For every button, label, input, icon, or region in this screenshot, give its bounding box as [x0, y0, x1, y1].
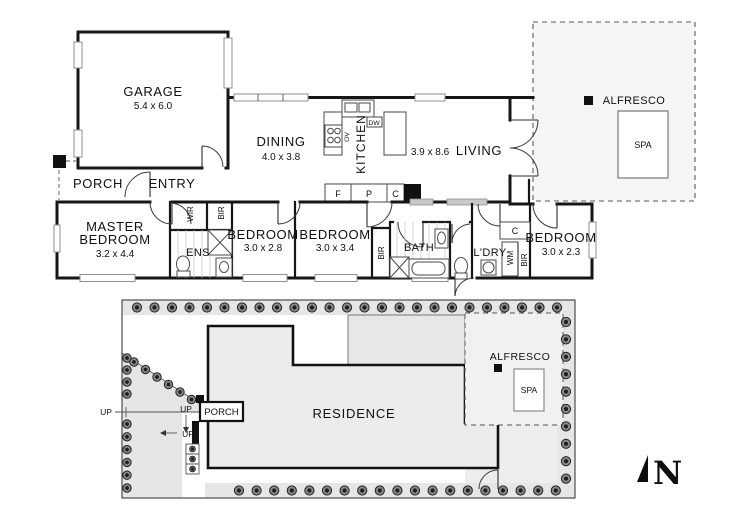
linen-cupboard: [499, 221, 531, 240]
kitchen-bench-right: [383, 111, 407, 156]
site-boundary: [121, 299, 576, 499]
chimney-block: [404, 184, 421, 202]
master-dims: 3.2 x 4.4: [96, 249, 135, 260]
site-alfresco-post: [494, 364, 502, 372]
laundry-fixtures: C: [480, 221, 531, 278]
north-arrow-icon: [637, 455, 648, 482]
laundry-label: L'DRY: [473, 247, 507, 259]
master-label-2: BEDROOM: [79, 232, 150, 247]
vanity: [215, 257, 233, 278]
north-label: N: [653, 454, 682, 492]
porch-post: [53, 155, 66, 168]
pantry-cupboards: F P C: [324, 183, 421, 203]
living-dims: 3.9 x 8.6: [411, 147, 450, 158]
cooktop: [324, 124, 343, 148]
porch-label: PORCH: [73, 176, 123, 191]
dishwasher-label: DW: [368, 120, 380, 127]
porch-entry: PORCH ENTRY: [53, 155, 195, 200]
garage-door-arc: [201, 145, 224, 168]
kitchen-label: KITCHEN: [354, 114, 368, 174]
dining-dims: 4.0 x 3.8: [262, 152, 301, 163]
bedroom4-dims: 3.0 x 2.3: [542, 247, 581, 258]
up-annotations: UP UP UP: [100, 404, 194, 439]
bir-label: BIR: [217, 206, 226, 220]
ens-label: ENS: [186, 247, 210, 259]
site-plan: RESIDENCE ALFRESCO SPA PORCH UP UP UP: [100, 299, 576, 499]
entry-door-arc: [124, 171, 151, 198]
bedroom4-label: BEDROOM: [525, 230, 596, 245]
bedroom3-dims: 3.0 x 3.4: [316, 243, 355, 254]
living-label: LIVING: [456, 143, 502, 158]
bedroom-wing: C MASTER BEDROOM 3.2 x 4.4 WIR BIR ENS B…: [53, 198, 597, 297]
spa-label: SPA: [634, 140, 651, 150]
site-porch: [198, 400, 245, 423]
gate-arc: [478, 469, 499, 490]
residence-label: RESIDENCE: [312, 406, 395, 421]
kitchen: DW OV KITCHEN: [323, 99, 407, 174]
fridge-label: F: [335, 189, 341, 199]
french-door-arc: [509, 119, 539, 149]
bedroom2-label: BEDROOM: [227, 227, 298, 242]
bedroom3-label: BEDROOM: [299, 227, 370, 242]
site-spa: [513, 368, 545, 412]
tile-lines: [177, 222, 446, 278]
arrow-down-icon: [183, 427, 189, 433]
bedroom2-dims: 3.0 x 2.8: [244, 243, 283, 254]
sink-unit: [341, 99, 375, 118]
bir-label: BIR: [520, 253, 529, 267]
bath-label: BATH: [404, 242, 434, 254]
alfresco-label: ALFRESCO: [603, 95, 666, 107]
toilet: [454, 257, 468, 275]
french-door-arc: [509, 147, 539, 177]
wir-label: WIR: [186, 206, 195, 222]
ensuite-fixtures: [176, 229, 233, 278]
arrow-left-icon: [160, 430, 166, 436]
site-porch-label: PORCH: [204, 407, 238, 418]
garage-dims: 5.4 x 6.0: [134, 101, 173, 112]
up-label: UP: [182, 429, 194, 439]
garage-label: GARAGE: [123, 84, 182, 99]
spa: [617, 110, 669, 179]
bathtub: [408, 258, 450, 279]
bath-fixtures: [389, 228, 468, 280]
up-label: UP: [100, 407, 112, 417]
dishwasher: [366, 116, 383, 128]
floor-plan: ALFRESCO SPA GARAGE 5.4 x 6.0: [53, 21, 696, 297]
site-alfresco-label: ALFRESCO: [490, 351, 551, 363]
garage-footprint: [347, 314, 466, 366]
north-arrow: N: [637, 454, 682, 492]
oven-label: OV: [344, 132, 351, 142]
bir-label: BIR: [377, 246, 386, 260]
master-label-1: MASTER: [86, 219, 144, 234]
cupboard2-label: C: [512, 226, 519, 236]
steps-marker: [192, 421, 199, 444]
dining-label: DINING: [256, 134, 305, 149]
cupboard-label: C: [392, 189, 399, 199]
garage: GARAGE 5.4 x 6.0: [73, 30, 233, 170]
alfresco-area: ALFRESCO SPA: [532, 21, 696, 202]
entry-label: ENTRY: [149, 176, 196, 191]
pantry-label: P: [366, 189, 372, 199]
wm-label: WM: [506, 251, 515, 266]
living-wing: DINING 4.0 x 3.8 3.9 x 8.6 LIVING: [226, 93, 539, 206]
up-label: UP: [180, 404, 192, 414]
site-spa-label: SPA: [521, 385, 538, 395]
alfresco-post: [584, 96, 593, 105]
landscaping-dots: [122, 302, 572, 496]
